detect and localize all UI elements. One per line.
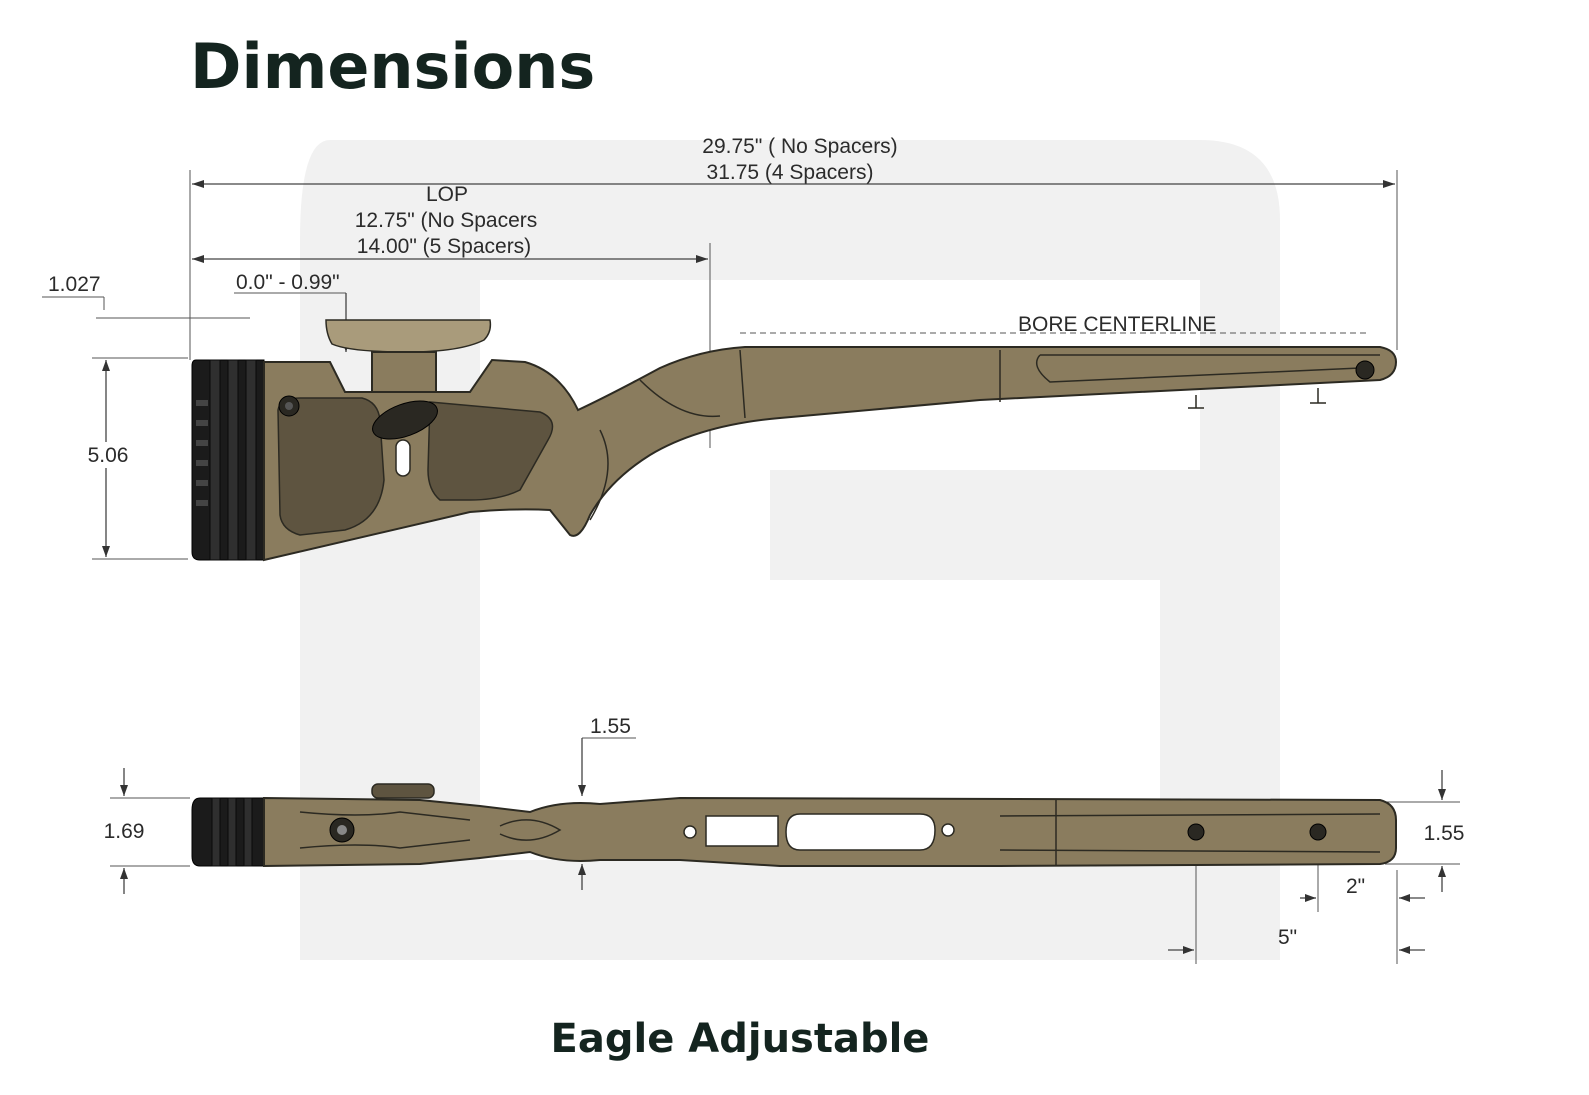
lop-no-spacers: 12.75" (No Spacers [355,209,538,232]
stock-bottom-view [191,783,1397,868]
lop-label: LOP [426,183,468,206]
bore-centerline-label: BORE CENTERLINE [1018,313,1216,336]
overall-length-dimension: 29.75" ( No Spacers) 31.75 (4 Spacers) [189,135,1398,360]
recoil-pad-side [191,359,265,561]
adjuster-knob-top [371,783,435,799]
magazine-well [785,813,936,851]
overall-length-4-spacers: 31.75 (4 Spacers) [707,161,874,184]
adjuster-knob [372,400,438,440]
butt-width-value: 1.69 [104,820,145,843]
front-stud-distance: 5" [1278,926,1297,949]
watermark-logo [300,140,1280,960]
forend-screw [1355,360,1375,380]
butt-height-dimension: 5.06 [84,357,188,560]
grip-width-value: 1.55 [590,715,631,738]
lop-5-spacers: 14.00" (5 Spacers) [357,235,531,258]
model-name: Eagle Adjustable [551,1016,930,1062]
forend-width-value: 1.55 [1424,822,1465,845]
grip-width-dimension: 1.55 [578,715,636,890]
cheek-adjust-value: 0.0" - 0.99" [236,271,340,294]
butt-width-dimension: 1.69 [104,768,190,894]
rear-stud-distance: 2" [1346,875,1365,898]
recoil-pad-bottom [191,797,265,867]
cheek-height-value: 1.027 [48,273,101,296]
rear-sling-stud [1309,823,1327,841]
front-sling-stud [1187,823,1205,841]
forend-width-dimension: 1.55 [1385,770,1464,892]
page-title: Dimensions [190,30,595,103]
cheek-height-dimension: 1.027 [42,273,250,319]
butt-height-value: 5.06 [88,444,129,467]
trigger-opening [705,815,779,847]
stock-side-view [191,319,1398,562]
overall-length-no-spacers: 29.75" ( No Spacers) [702,135,897,158]
cheek-piece [325,319,492,353]
